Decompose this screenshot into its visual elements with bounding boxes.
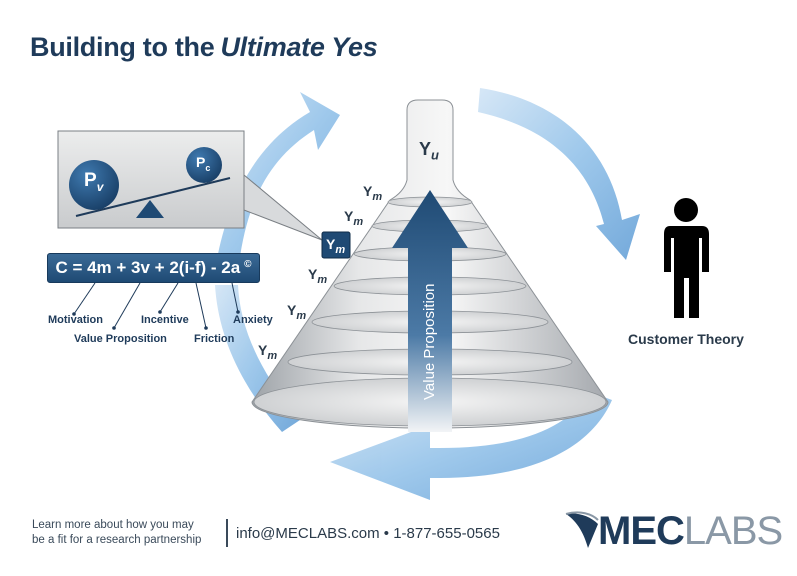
leader-dot	[236, 310, 240, 314]
leader-friction	[195, 282, 207, 329]
cycle-arrow-bottom	[330, 392, 612, 500]
yu-letter: Y	[419, 139, 432, 159]
label-motivation: Motivation	[48, 314, 103, 326]
y-micro-label: Ym	[344, 208, 364, 228]
pv-letter: P	[84, 170, 97, 191]
logo-mec: MEC	[598, 509, 685, 553]
logo-labs: LABS	[683, 509, 783, 553]
y-micro-label: Ym	[363, 183, 383, 203]
label-friction: Friction	[194, 333, 235, 345]
leader-dot	[204, 326, 208, 330]
pc-sub: c	[205, 162, 211, 173]
footer-tagline: Learn more about how you may be a fit fo…	[32, 518, 201, 548]
value-proposition-arrow	[392, 190, 468, 432]
pc-letter: P	[196, 154, 206, 170]
y-micro-highlight-label: Ym	[326, 236, 346, 256]
footer-line-2: be a fit for a research partnership	[32, 534, 202, 546]
balance-beam	[75, 177, 231, 217]
leader-motivation	[73, 282, 96, 315]
y-micro-label: Ym	[287, 302, 307, 322]
value-proposition-label: Value Proposition	[421, 284, 438, 400]
yu-sub: u	[431, 147, 439, 163]
value-ball	[69, 160, 119, 210]
leader-value-proposition	[113, 282, 141, 329]
person-icon	[664, 198, 709, 318]
formula-leaders	[73, 282, 239, 329]
meclabs-logo: MECLABS	[598, 509, 783, 554]
footer-contact[interactable]: info@MECLABS.com • 1-877-655-0565	[236, 525, 500, 542]
balance-callout	[57, 130, 323, 241]
yes-cone	[251, 99, 609, 432]
footer-line-1: Learn more about how you may	[32, 519, 194, 531]
leader-dot	[72, 312, 76, 316]
formula-text: C = 4m + 3v + 2(i-f) - 2a	[55, 258, 241, 277]
ym-highlight-box	[321, 231, 351, 259]
leader-dot	[158, 310, 162, 314]
leader-dot	[112, 326, 116, 330]
value-ball-label: Pv	[84, 170, 103, 194]
label-value-proposition: Value Proposition	[74, 333, 167, 345]
label-incentive: Incentive	[141, 314, 189, 326]
leader-anxiety	[231, 282, 239, 313]
formula-copyright: ©	[244, 258, 252, 270]
cycle-arrow-top-right	[478, 88, 640, 260]
title-main: Building to the	[30, 32, 215, 62]
cost-ball	[186, 147, 222, 183]
pv-sub: v	[96, 179, 104, 194]
meclabs-logo-swoosh	[565, 511, 599, 521]
label-anxiety: Anxiety	[233, 314, 273, 326]
customer-theory-label: Customer Theory	[628, 331, 744, 347]
leader-incentive	[159, 282, 179, 313]
fulcrum-icon	[136, 200, 164, 218]
conversion-formula: C = 4m + 3v + 2(i-f) - 2a©	[47, 253, 260, 283]
title-emphasis: Ultimate Yes	[220, 32, 378, 62]
y-micro-label: Ym	[258, 342, 278, 362]
y-micro-label: Ym	[308, 266, 328, 286]
y-ultimate-label: Yu	[419, 139, 439, 163]
footer-divider	[226, 519, 228, 547]
meclabs-logo-icon	[566, 513, 598, 548]
cost-ball-label: Pc	[196, 154, 210, 173]
callout-pointer	[243, 173, 323, 241]
